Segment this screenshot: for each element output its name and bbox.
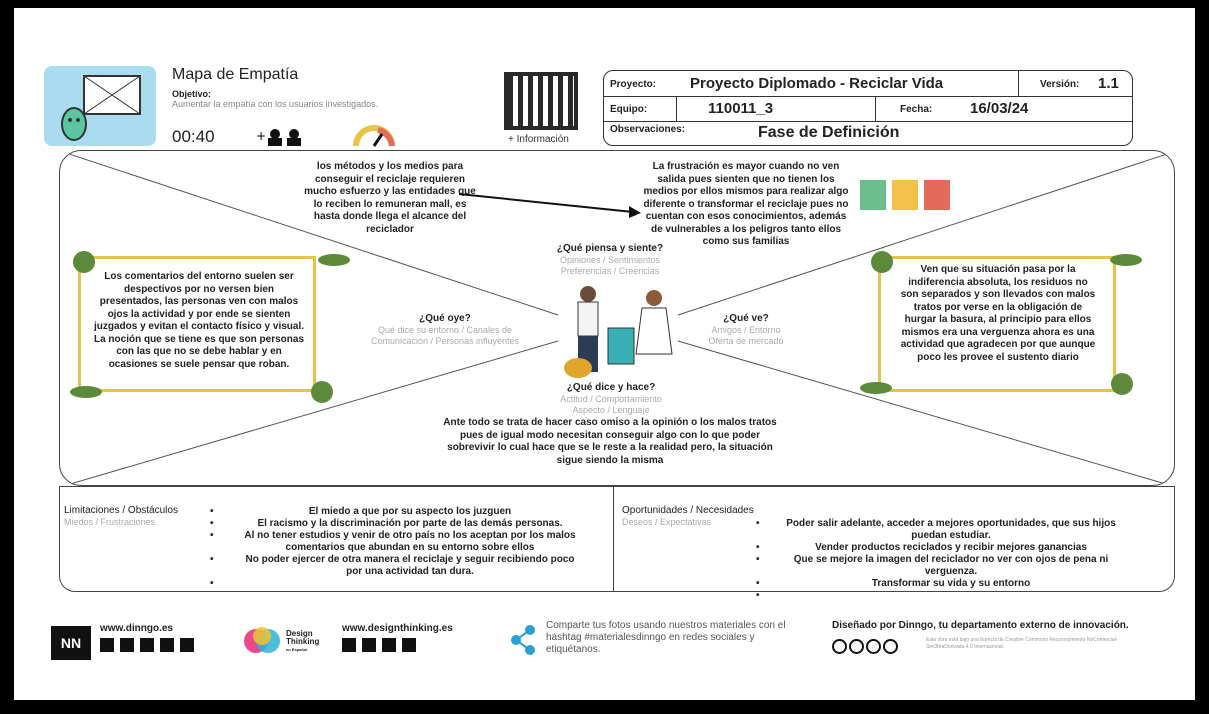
twitter-icon[interactable] bbox=[160, 638, 174, 652]
nd-icon bbox=[883, 639, 898, 654]
svg-text:+: + bbox=[256, 129, 266, 143]
nc-icon bbox=[866, 639, 881, 654]
version-label: Versión: bbox=[1040, 79, 1080, 90]
leaf-icon bbox=[311, 381, 333, 403]
list-item: •No poder ejercer de otra manera el reci… bbox=[210, 554, 575, 577]
team-value: 110011_3 bbox=[708, 100, 774, 117]
youtube-icon[interactable] bbox=[180, 638, 194, 652]
leaf-icon bbox=[871, 251, 893, 273]
facebook-icon[interactable] bbox=[120, 638, 134, 652]
date-value: 16/03/24 bbox=[970, 100, 1029, 117]
sees-sub2: Oferta de mercado bbox=[708, 336, 784, 346]
instagram-icon[interactable] bbox=[382, 638, 396, 652]
recyclers-illustration-icon bbox=[564, 286, 673, 378]
dinngo-logo: NN bbox=[51, 626, 91, 660]
observations-value: Fase de Definición bbox=[758, 124, 900, 141]
says-text: Ante todo se trata de hacer caso omiso a… bbox=[443, 417, 777, 466]
list-item: •El racismo y la discriminación por part… bbox=[210, 518, 563, 529]
cc-icon bbox=[832, 639, 847, 654]
limits-subtitle: Miedos / Frustraciones bbox=[64, 517, 156, 527]
thinks-sub2: Preferencias / Creencias bbox=[560, 266, 660, 276]
recycle-bins-icon bbox=[860, 180, 950, 210]
sees-frame bbox=[878, 256, 1116, 392]
by-icon bbox=[849, 639, 864, 654]
cc-license-icons bbox=[832, 639, 900, 659]
instagram-icon[interactable] bbox=[140, 638, 154, 652]
empathy-map-quadrants bbox=[59, 150, 1175, 486]
says-sub1: Actitud / Comportamiento bbox=[560, 394, 662, 404]
sees-sub1: Amigos / Entorno bbox=[711, 325, 781, 335]
opps-subtitle: Deseos / Expectativas bbox=[622, 517, 712, 527]
objective-text: Aumentar la empatía con los usuarios inv… bbox=[172, 99, 379, 109]
project-info-box bbox=[603, 70, 1133, 146]
leaf-icon bbox=[318, 254, 350, 266]
list-item: •Transformar su vida y su entorno bbox=[756, 578, 1031, 589]
leaf-icon bbox=[70, 386, 102, 398]
linkedin-icon[interactable] bbox=[100, 638, 114, 652]
linkedin-icon[interactable] bbox=[342, 638, 356, 652]
list-item: •El miedo a que por su aspecto los juzgu… bbox=[210, 506, 512, 517]
project-label: Proyecto: bbox=[610, 79, 657, 90]
hears-text: Los comentarios del entorno suelen ser d… bbox=[93, 271, 305, 370]
bottom-sections bbox=[59, 486, 1175, 592]
gauge-icon bbox=[353, 125, 395, 147]
thinks-note-left: los métodos y los medios para conseguir … bbox=[304, 161, 476, 235]
project-value: Proyecto Diplomado - Reciclar Vida bbox=[690, 75, 944, 92]
list-item: •Poder salir adelante, acceder a mejores… bbox=[756, 518, 1116, 541]
more-info-link[interactable]: + Información bbox=[508, 134, 569, 145]
thinks-note-right: La frustración es mayor cuando no ven sa… bbox=[643, 161, 849, 247]
monster-board-icon bbox=[61, 75, 141, 141]
share-text: Comparte tus fotos usando nuestros mater… bbox=[546, 620, 786, 655]
hears-sub1: Qué dice su entorno / Canales de bbox=[377, 325, 513, 335]
qr-code-icon[interactable] bbox=[504, 72, 578, 130]
empathy-map-page bbox=[14, 8, 1195, 700]
hears-frame bbox=[78, 256, 316, 392]
date-label: Fecha: bbox=[900, 104, 933, 115]
opps-title: Oportunidades / Necesidades bbox=[622, 505, 754, 516]
illustration-thumbnail bbox=[44, 66, 156, 146]
dinngo-url[interactable]: www.dinngo.es bbox=[100, 623, 173, 634]
people-icon: + bbox=[256, 129, 301, 146]
leaf-icon bbox=[1111, 373, 1133, 395]
license-text: Esta obra está bajo una licencia de Crea… bbox=[926, 637, 1118, 650]
designthinking-url[interactable]: www.designthinking.es bbox=[342, 623, 453, 634]
thinks-sub1: Opiniones / Sentimientos bbox=[559, 255, 661, 265]
sees-question: ¿Qué ve? bbox=[723, 313, 769, 324]
hears-sub2: Comunicación / Personas influyentes bbox=[370, 336, 520, 346]
observations-label: Observaciones: bbox=[610, 124, 686, 135]
says-sub2: Aspecto / Lenguaje bbox=[572, 405, 650, 415]
leaf-icon bbox=[1110, 254, 1142, 266]
diagonal-dividers bbox=[60, 151, 1174, 485]
limits-title: Limitaciones / Obstáculos bbox=[64, 505, 178, 516]
sees-text: Ven que su situación pasa por la indifer… bbox=[900, 264, 1096, 363]
credit-text: Diseñado por Dinngo, tu departamento ext… bbox=[832, 620, 1129, 631]
dinngo-social-icons bbox=[100, 638, 200, 657]
page-title: Mapa de Empatía bbox=[172, 66, 299, 83]
design-thinking-logo-icon bbox=[244, 627, 280, 653]
list-item: •Al no tener estudios y venir de otro pa… bbox=[210, 530, 576, 553]
thinks-question: ¿Qué piensa y siente? bbox=[556, 243, 664, 254]
leaf-icon bbox=[73, 251, 95, 273]
list-item: •Vender productos reciclados y recibir m… bbox=[756, 542, 1087, 553]
hears-question: ¿Qué oye? bbox=[419, 313, 471, 324]
twitter-icon[interactable] bbox=[402, 638, 416, 652]
limits-list: •El miedo a que por su aspecto los juzgu… bbox=[210, 506, 580, 589]
objective-label: Objetivo: bbox=[172, 89, 212, 99]
facebook-icon[interactable] bbox=[362, 638, 376, 652]
team-label: Equipo: bbox=[610, 104, 648, 115]
arrow-icon bbox=[458, 193, 641, 218]
version-value: 1.1 bbox=[1098, 75, 1119, 92]
opps-list: •Poder salir adelante, acceder a mejores… bbox=[756, 518, 1116, 601]
leaf-icon bbox=[860, 382, 892, 394]
timer: 00:40 bbox=[172, 127, 215, 146]
says-question: ¿Qué dice y hace? bbox=[566, 382, 656, 393]
dt-social-icons bbox=[342, 638, 422, 657]
list-item: •Que se mejore la imagen del reciclador … bbox=[756, 554, 1109, 577]
share-icon[interactable] bbox=[510, 624, 536, 656]
